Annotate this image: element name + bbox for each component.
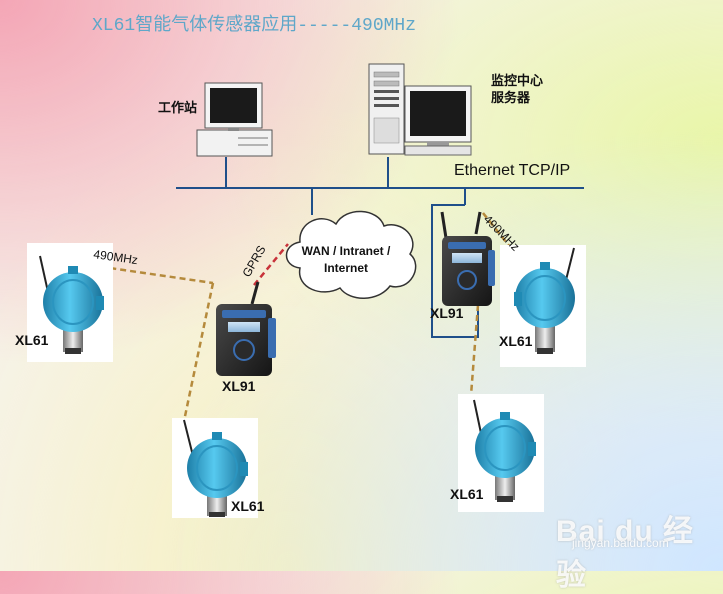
diagram-title: XL61智能气体传感器应用-----490MHz xyxy=(92,16,417,36)
cloud-label-line1: WAN / Intranet / xyxy=(301,244,391,258)
xl61-label-right-bottom: XL61 xyxy=(450,486,484,502)
xl61-sensor-icon xyxy=(39,255,104,354)
network-diagram: GPRS 490MHz 490MHz xyxy=(27,63,586,518)
xl91-transmitter-icon xyxy=(440,211,495,306)
server-pc-icon xyxy=(368,63,472,156)
xl61-sensor-icon xyxy=(514,247,575,354)
xl61-label-left-top: XL61 xyxy=(15,332,49,348)
watermark-url: jingyan.baidu.com xyxy=(572,536,669,550)
cloud-label: WAN / Intranet / Internet xyxy=(294,243,398,277)
server-label-line2: 服务器 xyxy=(491,90,531,105)
server-label-line1: 监控中心 xyxy=(491,73,544,88)
xl61-label-right-top: XL61 xyxy=(499,333,533,349)
ethernet-bus xyxy=(176,157,584,338)
radio-links xyxy=(40,212,519,422)
xl91-label-right: XL91 xyxy=(430,305,464,321)
gprs-link xyxy=(253,243,289,286)
cloud-label-line2: Internet xyxy=(323,261,368,275)
workstation-pc-icon xyxy=(196,82,273,157)
internet-cloud-icon xyxy=(285,210,417,299)
xl91-label-left: XL91 xyxy=(222,378,256,394)
xl61-sensor-icon xyxy=(473,399,536,502)
xl61-label-left-bottom: XL61 xyxy=(231,498,265,514)
radio-label-left: 490MHz xyxy=(93,247,139,267)
workstation-label: 工作站 xyxy=(158,100,198,115)
xl61-sensor-icon xyxy=(183,419,248,517)
xl91-transmitter-icon xyxy=(216,281,276,376)
network-label: Ethernet TCP/IP xyxy=(454,162,571,179)
baidu-watermark: Bai du 经验 xyxy=(556,515,695,592)
